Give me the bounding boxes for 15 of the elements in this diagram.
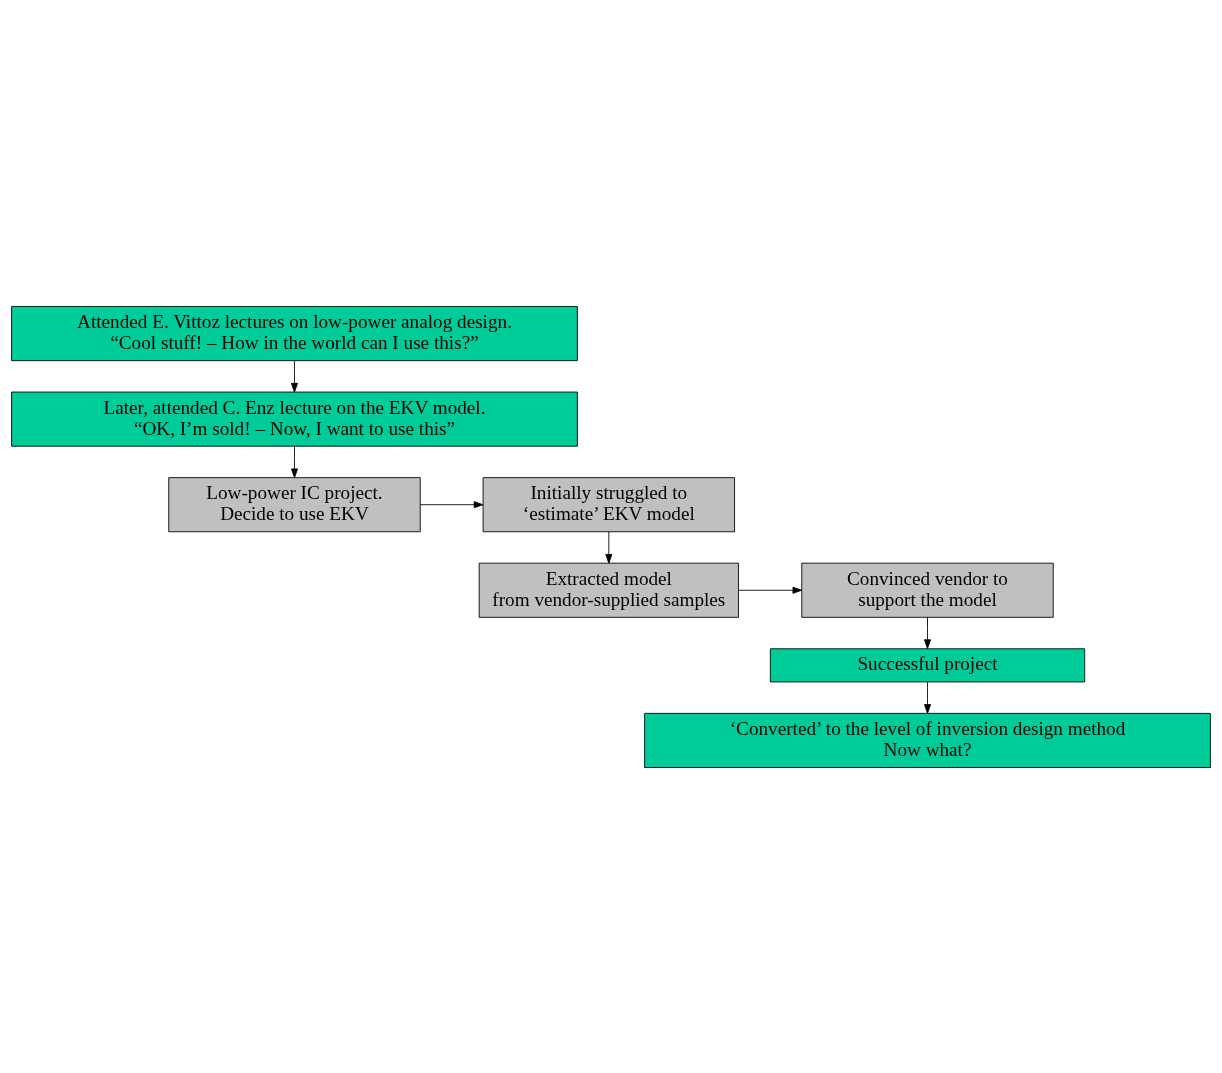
node-box: Successful project [769,647,1086,682]
node-box: Convinced vendor to support the model [801,562,1054,618]
node-box: Later, attended C. Enz lecture on the EKV model. “OK, I’m sold! – Now, I want to use this” [11,391,578,447]
arrow [419,500,484,508]
arrow [924,681,931,714]
arrow [605,530,613,564]
node-box: Low-power IC project. Decide to use EKV [168,476,421,532]
node-box: ‘Converted’ to the level of inversion design method Now what? [644,712,1211,768]
arrow [738,586,803,594]
arrow [924,616,931,649]
arrow [291,359,298,392]
node-box: Initially struggled to ‘estimate’ EKV model [482,476,735,532]
node-box: Extracted model from vendor-supplied samples [478,562,739,618]
node-box: Attended E. Vittoz lectures on low-power analog design. “Cool stuff! – How in the world can I use this?” [11,305,578,361]
arrow [291,445,298,478]
